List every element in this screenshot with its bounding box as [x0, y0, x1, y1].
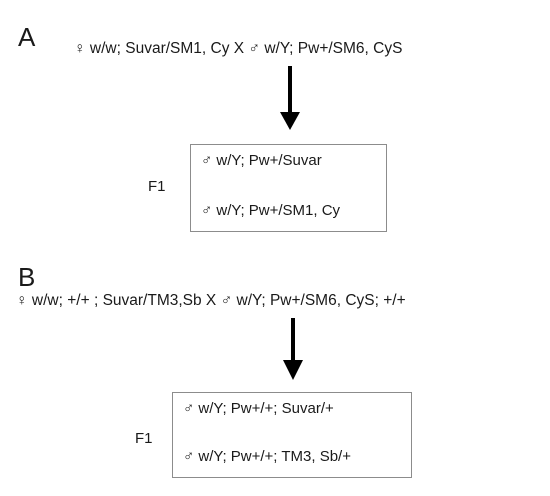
panel-a-label: A	[18, 22, 36, 52]
panel-a-progeny-2: ♂ w/Y; Pw+/SM1, Cy	[201, 202, 341, 219]
panel-b-cross: ♀ w/w; +/+ ; Suvar/TM3,Sb X ♂ w/Y; Pw+/S…	[16, 292, 406, 309]
panel-b-label: B	[18, 262, 36, 292]
panel-a-progeny-1: ♂ w/Y; Pw+/Suvar	[201, 152, 322, 169]
panel-b-progeny-2: ♂ w/Y; Pw+/+; TM3, Sb/+	[183, 448, 351, 465]
panel-b-progeny-1: ♂ w/Y; Pw+/+; Suvar/+	[183, 400, 334, 417]
panel-a-progeny-box: ♂ w/Y; Pw+/Suvar ♂ w/Y; Pw+/SM1, Cy	[190, 144, 387, 232]
panel-b-progeny-box: ♂ w/Y; Pw+/+; Suvar/+ ♂ w/Y; Pw+/+; TM3,…	[172, 392, 412, 478]
panel-a-f1-label: F1	[148, 178, 166, 195]
panel-a-arrow	[280, 66, 300, 130]
panel-b-f1-label: F1	[135, 430, 153, 447]
panel-b-arrow	[283, 318, 303, 380]
panel-a-cross: ♀ w/w; Suvar/SM1, Cy X ♂ w/Y; Pw+/SM6, C…	[74, 40, 403, 57]
